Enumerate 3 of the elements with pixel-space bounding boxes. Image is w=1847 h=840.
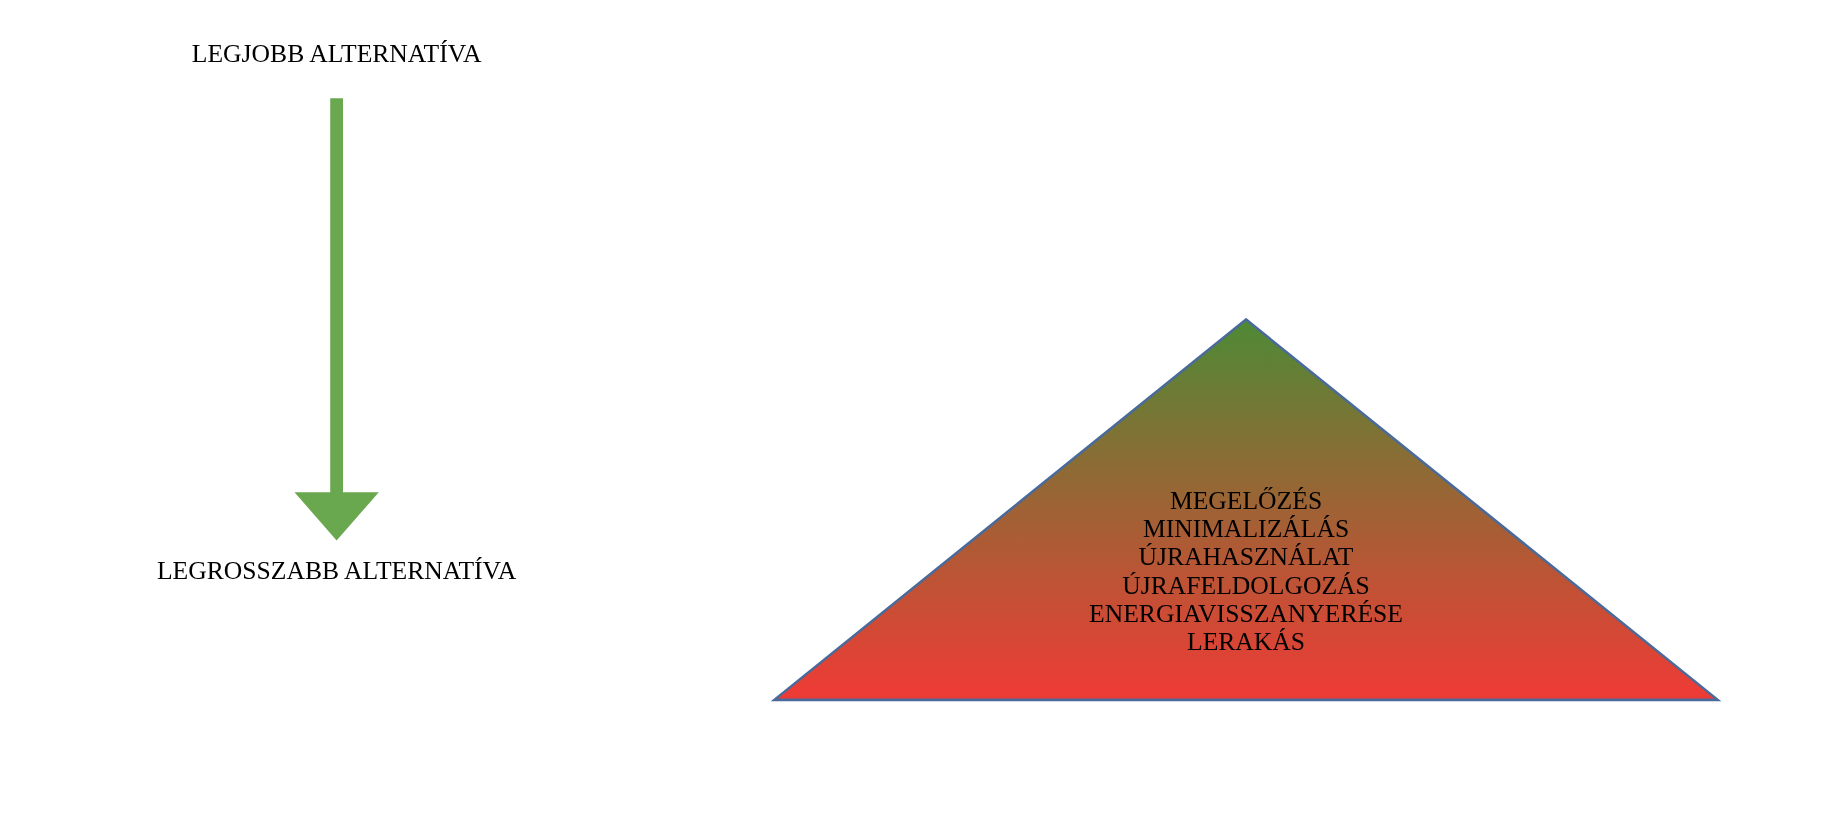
node-text: LEGROSSZABB ALTERNATÍVA — [156, 556, 517, 586]
arrow — [294, 98, 379, 541]
node-text: LEGJOBB ALTERNATÍVA — [191, 39, 482, 68]
